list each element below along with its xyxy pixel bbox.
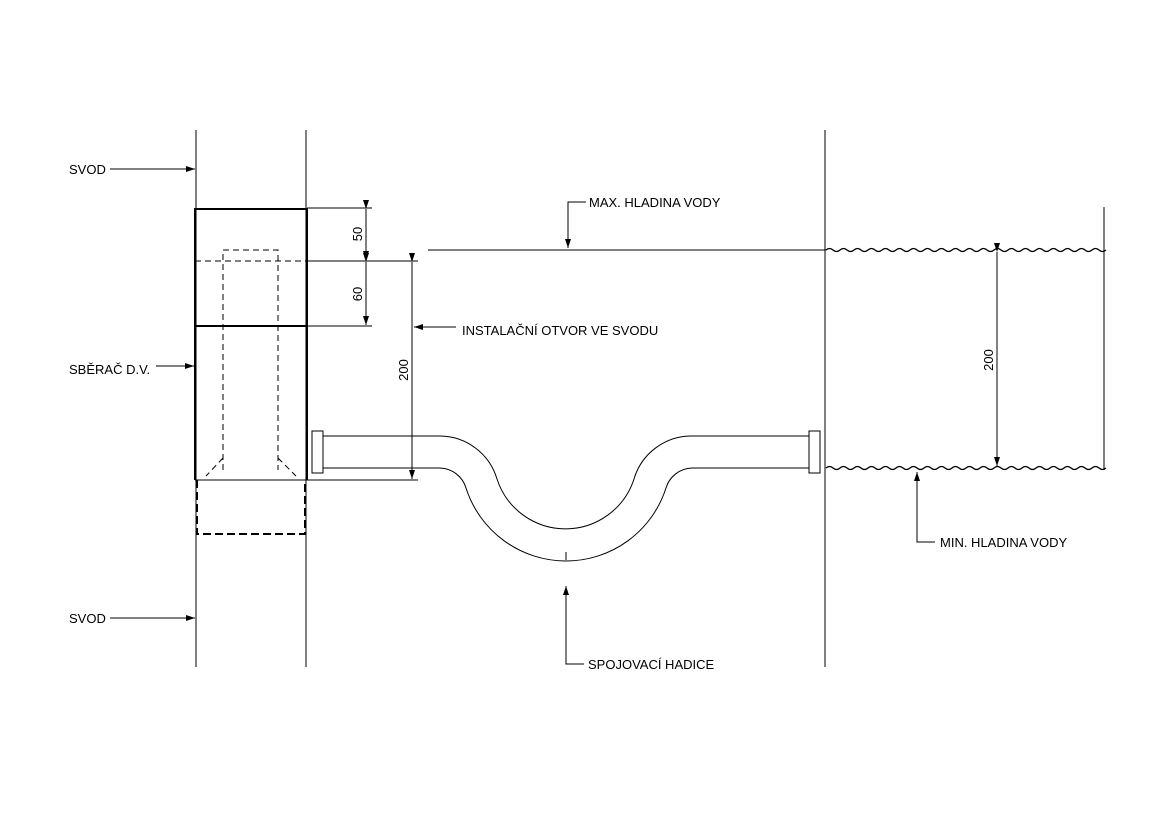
connecting-hose: SPOJOVACÍ HADICE (311, 430, 821, 672)
installation-hole-label: INSTALAČNÍ OTVOR VE SVODU (462, 323, 658, 338)
dim-200-left-label: 200 (396, 359, 411, 381)
dim-200-right-label: 200 (981, 349, 996, 371)
sberac-label: SBĚRAČ D.V. (69, 362, 150, 377)
left-labels: SVOD SBĚRAČ D.V. SVOD (69, 162, 195, 626)
dimension-200-left: 200 (307, 253, 418, 481)
svod-top-label: SVOD (69, 162, 106, 177)
installation-hole-pointer: INSTALAČNÍ OTVOR VE SVODU (414, 323, 658, 338)
hose-label: SPOJOVACÍ HADICE (588, 657, 715, 672)
reservoir: 200 MIN. HLADINA VODY (824, 130, 1107, 667)
downpipe (195, 130, 307, 667)
dimension-50-60: 50 60 (307, 200, 372, 327)
max-level-line: MAX. HLADINA VODY (428, 195, 826, 251)
collector-body (194, 208, 308, 535)
max-level-label: MAX. HLADINA VODY (589, 195, 721, 210)
dim-50-label: 50 (350, 227, 365, 241)
dim-60-label: 60 (350, 287, 365, 301)
min-level-label: MIN. HLADINA VODY (940, 535, 1067, 550)
svod-bottom-label: SVOD (69, 611, 106, 626)
